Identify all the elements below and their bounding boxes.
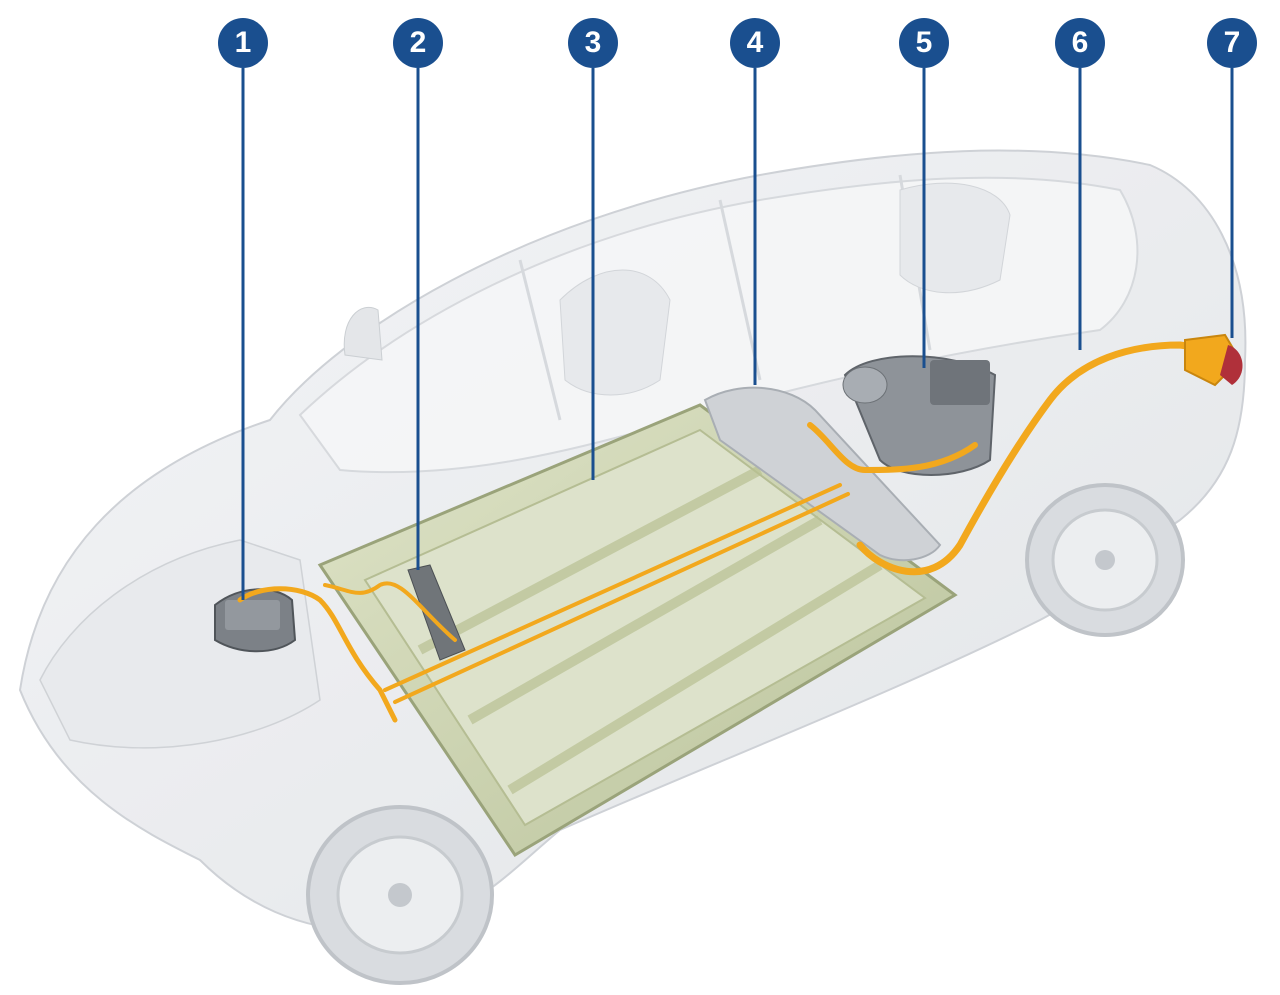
callout-3-label: 3 bbox=[584, 26, 602, 59]
callout-7-label: 7 bbox=[1223, 26, 1241, 59]
callout-7: 7 bbox=[1207, 18, 1257, 68]
rear-motor-icon bbox=[842, 355, 997, 476]
callout-2: 2 bbox=[393, 18, 443, 68]
callout-6: 6 bbox=[1055, 18, 1105, 68]
callout-4: 4 bbox=[730, 18, 780, 68]
charge-port-icon bbox=[1184, 333, 1243, 387]
callout-2-label: 2 bbox=[409, 26, 427, 59]
callout-6-label: 6 bbox=[1071, 26, 1089, 59]
callout-5: 5 bbox=[899, 18, 949, 68]
hv-cables bbox=[237, 341, 1219, 723]
pack-electronics bbox=[703, 386, 942, 562]
callout-4-label: 4 bbox=[746, 26, 764, 59]
callout-1-label: 1 bbox=[234, 26, 252, 59]
front-motor-icon bbox=[214, 588, 297, 653]
front-wheel bbox=[306, 805, 494, 985]
leader-lines bbox=[241, 68, 1234, 600]
callout-1: 1 bbox=[218, 18, 268, 68]
callout-3: 3 bbox=[568, 18, 618, 68]
callout-5-label: 5 bbox=[915, 26, 933, 59]
rear-wheel bbox=[1025, 483, 1185, 637]
